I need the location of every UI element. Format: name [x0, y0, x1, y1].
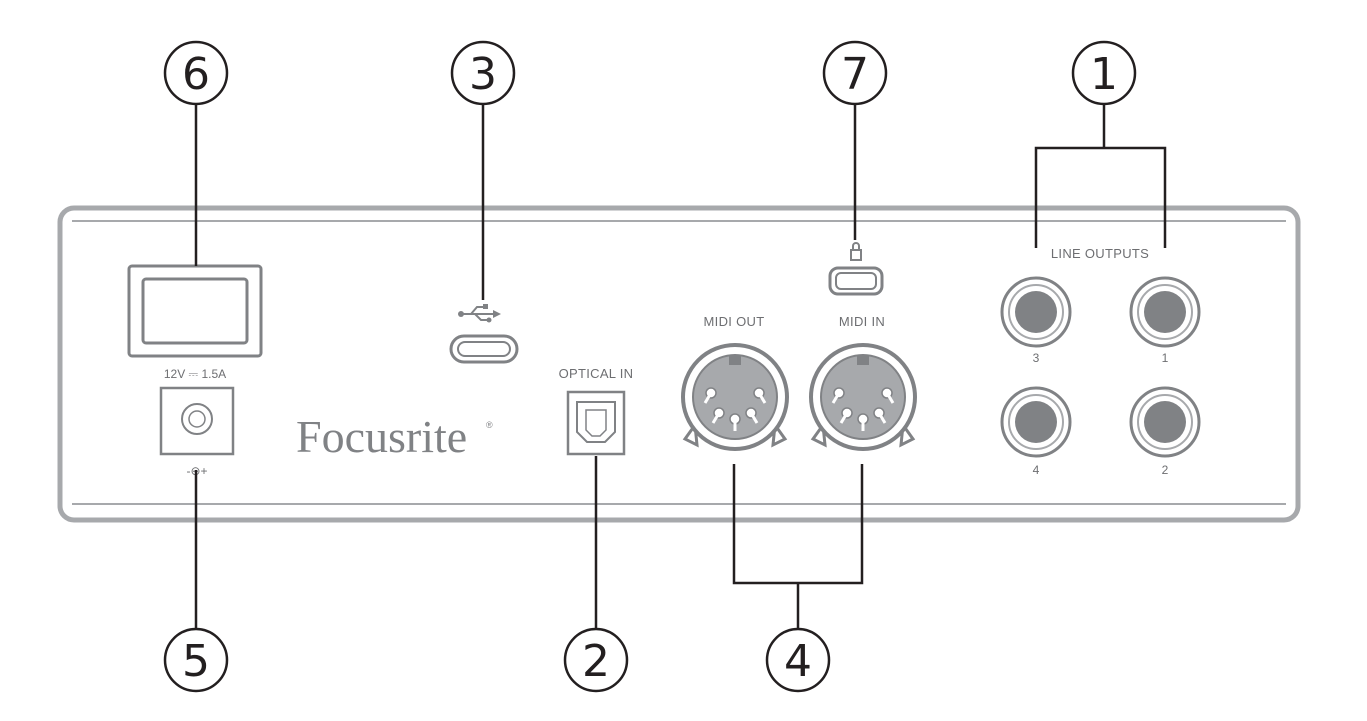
kensington-lock-icon: [850, 242, 862, 261]
brand-logo-text: Focusrite: [296, 411, 467, 462]
svg-text:7: 7: [841, 49, 869, 100]
optical-in-label: OPTICAL IN: [559, 366, 634, 381]
midi-out-label: MIDI OUT: [704, 314, 765, 329]
callout-2: 2: [563, 627, 629, 693]
line-output-1-label: 1: [1162, 351, 1169, 365]
midi-out-port[interactable]: [681, 343, 789, 451]
callout-4: 4: [765, 627, 831, 693]
line-output-3-jack[interactable]: [1000, 276, 1072, 348]
line-output-4-label: 4: [1033, 463, 1040, 477]
callout-3: 3: [450, 40, 516, 106]
usb-icon: [458, 304, 501, 323]
brand-trademark: ®: [486, 420, 493, 430]
midi-in-label: MIDI IN: [839, 314, 885, 329]
line-output-1-jack[interactable]: [1129, 276, 1201, 348]
callout-6: 6: [163, 40, 229, 106]
usb-c-port[interactable]: [449, 334, 519, 364]
callout-7: 7: [822, 40, 888, 106]
power-rating-label: 12V ⎓ 1.5A: [164, 367, 226, 381]
kensington-lock-slot[interactable]: [828, 266, 884, 296]
line-outputs-label: LINE OUTPUTS: [1051, 246, 1149, 261]
svg-text:5: 5: [182, 636, 210, 687]
power-switch[interactable]: [127, 264, 263, 358]
line-output-4-jack[interactable]: [1000, 386, 1072, 458]
leader-lines: [194, 104, 1167, 630]
svg-text:1: 1: [1090, 49, 1118, 100]
svg-text:4: 4: [784, 636, 812, 687]
line-output-3-label: 3: [1033, 351, 1040, 365]
chassis: [57, 205, 1301, 523]
optical-in-port[interactable]: [566, 390, 626, 456]
svg-text:2: 2: [582, 636, 610, 687]
svg-text:6: 6: [182, 49, 210, 100]
callout-5: 5: [163, 627, 229, 693]
callout-1: 1: [1071, 40, 1137, 106]
dc-power-input[interactable]: [159, 386, 235, 456]
midi-in-port[interactable]: [809, 343, 917, 451]
line-output-2-label: 2: [1162, 463, 1169, 477]
line-output-2-jack[interactable]: [1129, 386, 1201, 458]
svg-text:3: 3: [469, 49, 497, 100]
